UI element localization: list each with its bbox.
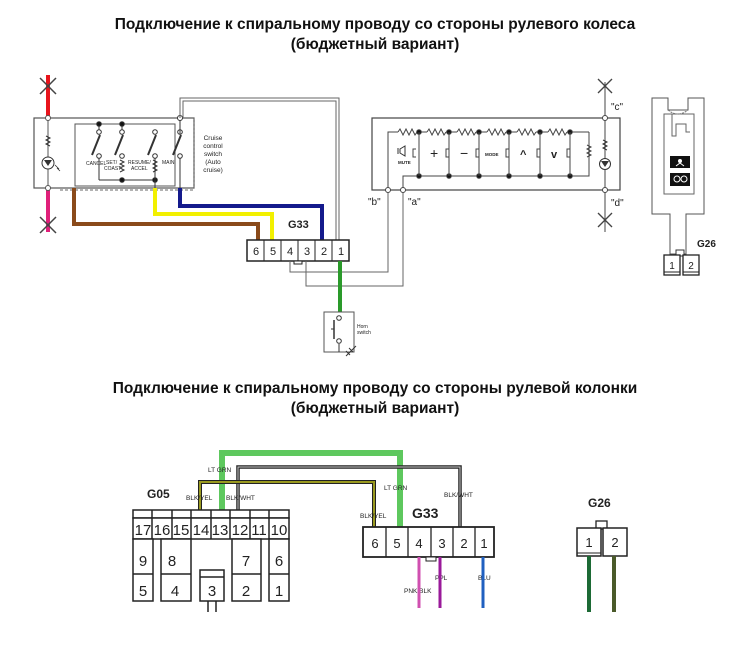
switch-contacts [91, 115, 183, 190]
svg-text:LT GRN: LT GRN [384, 485, 408, 492]
terminal-c: "c" [611, 102, 624, 113]
terminal-b: "b" [368, 197, 381, 208]
svg-text:6: 6 [275, 553, 283, 570]
yellow-wire [153, 188, 274, 241]
switch-label-main: MAIN [162, 160, 175, 166]
cruise-caption: Cruise control switch (Auto cruise) [203, 135, 223, 174]
bottom-title-line2: (бюджетный вариант) [290, 400, 460, 417]
pin-2: 2 [321, 246, 327, 258]
button-mode: MODE [485, 152, 499, 157]
svg-text:G33: G33 [412, 505, 439, 521]
terminal-d: "d" [611, 198, 624, 209]
cut-mark-icon [39, 77, 57, 95]
svg-text:7: 7 [242, 553, 250, 570]
cruise-control-switch: CANCEL SET/ COAST RESUME/ ACCEL MAIN Cru… [33, 75, 223, 234]
connector-g26-bottom: G26 1 2 [576, 496, 628, 612]
svg-text:14: 14 [193, 522, 210, 539]
pin-4: 4 [287, 246, 293, 258]
svg-text:5: 5 [139, 583, 147, 600]
switch-label-accel: ACCEL [131, 166, 148, 172]
terminal-a: "a" [408, 197, 421, 208]
pin-3: 3 [304, 246, 310, 258]
svg-text:cruise): cruise) [203, 167, 223, 174]
switch-label-set: SET/ [106, 160, 118, 166]
svg-text:2: 2 [242, 583, 250, 600]
svg-text:Cruise: Cruise [204, 135, 223, 142]
navy-wire [178, 188, 324, 241]
svg-text:3: 3 [208, 583, 216, 600]
svg-text:2: 2 [460, 536, 467, 551]
svg-text:switch: switch [204, 151, 222, 158]
top-title: Подключение к спиральному проводу со сто… [0, 15, 750, 55]
svg-text:9: 9 [139, 553, 147, 570]
svg-text:1: 1 [275, 583, 283, 600]
connector-name: G26 [697, 239, 716, 250]
airbag-module: G26 1 2 [651, 97, 716, 276]
button-plus: + [430, 145, 438, 161]
svg-text:5: 5 [393, 536, 400, 551]
svg-text:16: 16 [154, 522, 171, 539]
svg-text:BLK/WHT: BLK/WHT [226, 495, 255, 502]
svg-text:1: 1 [585, 535, 592, 550]
svg-text:3: 3 [438, 536, 445, 551]
cut-mark-icon [597, 78, 613, 228]
switch-housing [33, 117, 195, 189]
pin-1: 1 [338, 246, 344, 258]
top-title-line2: (бюджетный вариант) [290, 36, 460, 53]
top-title-line1: Подключение к спиральному проводу со сто… [114, 16, 636, 33]
svg-text:11: 11 [251, 522, 267, 539]
pin-5: 5 [270, 246, 276, 258]
svg-text:LT GRN: LT GRN [208, 467, 232, 474]
cut-mark-icon [39, 216, 57, 234]
svg-text:17: 17 [135, 522, 152, 539]
switch-label-cancel: CANCEL [86, 161, 107, 167]
svg-text:4: 4 [415, 536, 422, 551]
switch-label-coast: COAST [104, 166, 121, 172]
bottom-title-line1: Подключение к спиральному проводу со сто… [112, 380, 638, 397]
button-down: v [551, 149, 558, 161]
bottom-title: Подключение к спиральному проводу со сто… [0, 379, 750, 419]
switch-label-resume: RESUME/ [128, 160, 151, 166]
button-mute: MUTE [398, 160, 411, 165]
connector-g05: G05 17 16 15 14 13 12 11 10 9 [132, 487, 290, 612]
svg-text:4: 4 [171, 583, 179, 600]
horn-switch: Horn switch [323, 311, 371, 357]
svg-text:13: 13 [212, 522, 229, 539]
svg-text:BLK/YEL: BLK/YEL [360, 513, 387, 520]
svg-text:8: 8 [168, 553, 176, 570]
svg-text:control: control [203, 143, 223, 150]
svg-text:12: 12 [232, 522, 249, 539]
button-minus: − [460, 145, 468, 161]
svg-text:2: 2 [688, 261, 694, 272]
svg-text:Horn: Horn [357, 324, 368, 330]
svg-text:BLK/YEL: BLK/YEL [186, 495, 213, 502]
svg-text:(Auto: (Auto [205, 159, 221, 166]
svg-text:G26: G26 [588, 496, 611, 510]
svg-text:2: 2 [611, 535, 618, 550]
svg-text:1: 1 [480, 536, 487, 551]
connector-g33-top: G33 6 5 4 3 2 1 [246, 219, 350, 265]
svg-text:10: 10 [271, 522, 288, 539]
svg-text:1: 1 [669, 261, 675, 272]
svg-text:6: 6 [371, 536, 378, 551]
connector-g33-bottom: G33 6 5 4 3 2 1 [362, 505, 495, 608]
button-up: ^ [520, 149, 527, 161]
speaker-icon [397, 145, 406, 157]
svg-text:BLK/WHT: BLK/WHT [444, 492, 473, 499]
connector-name: G33 [288, 219, 309, 231]
svg-text:switch: switch [357, 330, 371, 336]
svg-text:15: 15 [173, 522, 190, 539]
audio-remote-switch: MUTE + − MODE ^ v "b" "a" "c" "d" [368, 78, 624, 232]
svg-text:G05: G05 [147, 487, 170, 501]
pin-6: 6 [253, 246, 259, 258]
brown-wire [72, 188, 260, 241]
